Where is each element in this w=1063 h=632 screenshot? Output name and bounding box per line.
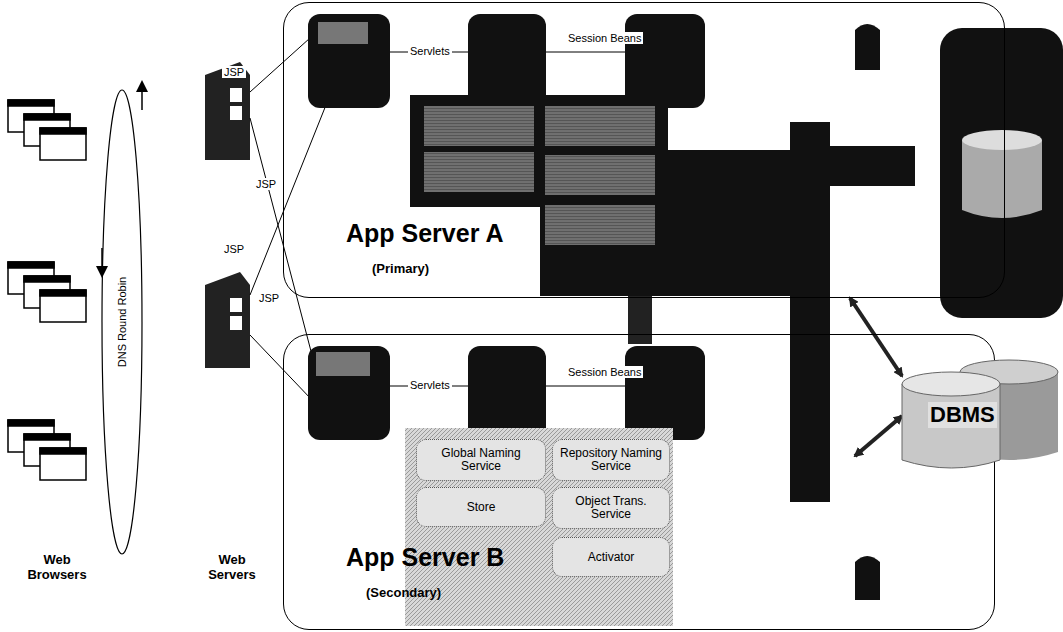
server-role: (Primary) (372, 261, 429, 276)
link-label: Session Beans (566, 32, 643, 44)
link-label: Servlets (408, 45, 452, 57)
database-name: DBMS (928, 402, 997, 428)
service-box: Repository Naming Service (552, 439, 670, 481)
group-label: Web Servers (200, 552, 264, 582)
link-label: Session Beans (566, 366, 643, 378)
service-box: Global Naming Service (416, 439, 546, 481)
data-arrow (855, 416, 902, 456)
service-name: Global Naming Service (422, 447, 540, 473)
service-box: Activator (552, 537, 670, 577)
service-box: Store (416, 487, 546, 527)
service-name: Object Trans. Service (558, 495, 664, 521)
protocol-label: JSP (222, 66, 246, 78)
data-arrow (850, 298, 902, 376)
server-title: App Server A (346, 219, 503, 248)
server-region: App Server A (Primary) (283, 2, 1005, 298)
database-cylinder: DBMS (900, 352, 1060, 472)
protocol-label: JSP (257, 292, 281, 304)
dns-label: DNS Round Robin (116, 275, 128, 370)
group-label: Web Browsers (20, 552, 94, 582)
protocol-label: JSP (254, 178, 278, 190)
server-region: App Server B (Secondary) Global Naming Ser… (283, 334, 995, 630)
server-title: App Server B (346, 543, 504, 572)
service-name: Store (467, 501, 496, 514)
link-label: Servlets (408, 379, 452, 391)
service-name: Repository Naming Service (558, 447, 664, 473)
server-role: (Secondary) (366, 585, 441, 600)
service-box: Object Trans. Service (552, 487, 670, 529)
service-name: Activator (588, 551, 635, 564)
protocol-label: JSP (222, 243, 246, 255)
